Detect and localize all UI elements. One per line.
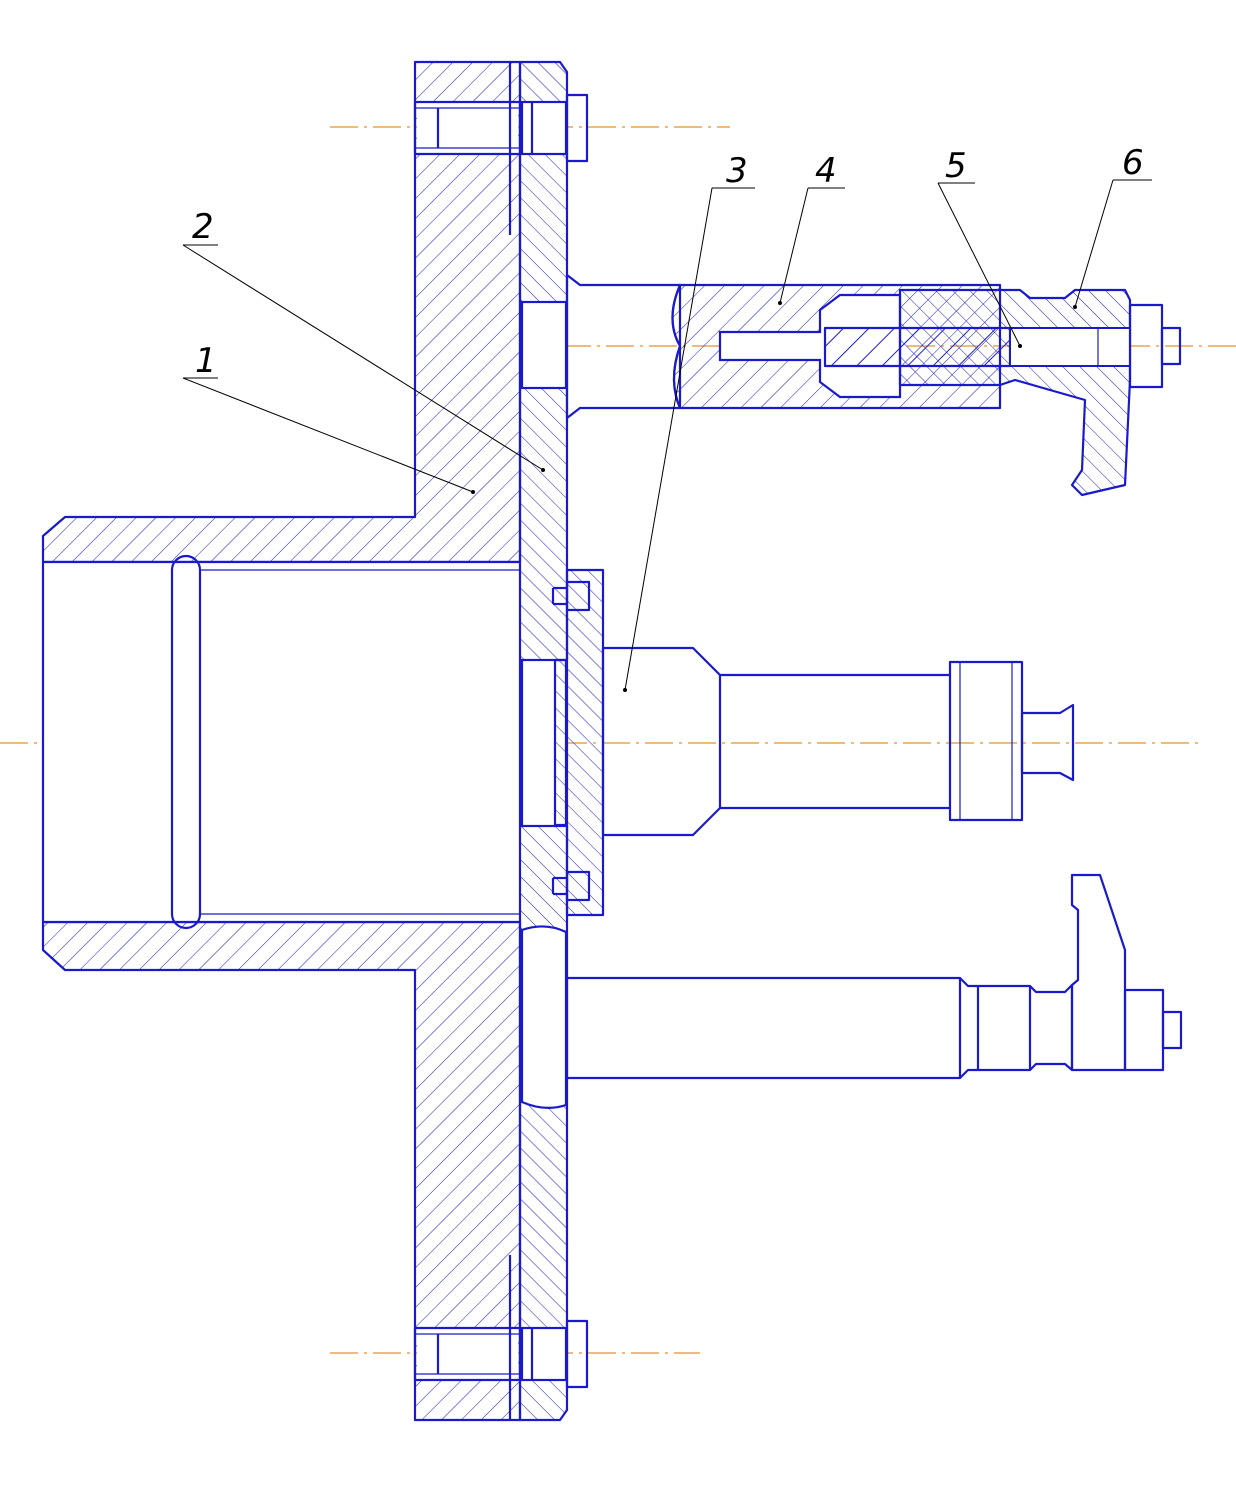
callout-6: 6: [1073, 143, 1152, 309]
upper-tool-assembly: [565, 273, 1182, 497]
lower-tool-bolt: [1123, 988, 1165, 1072]
callout-4-label: 4: [815, 151, 837, 191]
callout-2-label: 2: [192, 207, 214, 247]
part-1-body: [41, 60, 522, 1422]
hub-internal-groove: [170, 554, 202, 930]
callout-6-label: 6: [1122, 143, 1144, 183]
lower-shank-steps: [959, 977, 1074, 1079]
lower-clamp-arm: [1070, 873, 1127, 1072]
flange-screw-bottom: [551, 870, 591, 902]
callout-5: 5: [937, 146, 1022, 348]
flange-screw-top: [551, 580, 591, 612]
spindle-shaft: [601, 646, 1024, 837]
bottom-bolt-head: [565, 1319, 589, 1389]
top-bolt-head: [565, 93, 589, 163]
callout-3-label: 3: [726, 151, 748, 191]
callout-1: 1: [182, 341, 475, 494]
flange-bolts: [565, 93, 589, 1389]
callout-5-label: 5: [945, 146, 967, 186]
callout-3: 3: [623, 151, 755, 692]
callouts: 1 2 3 4 5 6: [182, 143, 1152, 692]
lower-shank: [565, 976, 962, 1080]
part-3-spindle: [551, 568, 1075, 917]
spindle-nose: [1020, 703, 1075, 782]
callout-4: 4: [778, 151, 845, 305]
lower-tool-assembly: [565, 873, 1183, 1080]
callout-1-label: 1: [195, 341, 217, 381]
part-2-plate: [508, 60, 569, 1422]
callout-2: 2: [182, 207, 545, 472]
